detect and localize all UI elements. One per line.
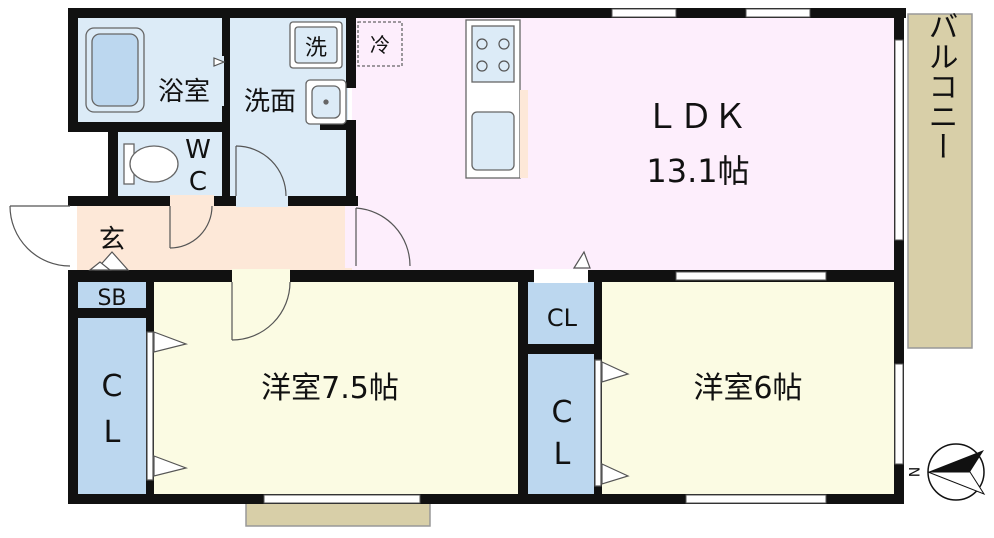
closet-tall [76,318,148,494]
closet-tall-label-line2: L [104,415,121,450]
windows [263,8,904,504]
entrance-door [9,205,77,270]
closet-small [528,282,596,344]
stove [471,25,515,83]
western-right-label: 洋室6帖 [693,371,802,406]
washer-label: 洗 [305,36,327,61]
shoebox-label: SB [97,286,126,311]
closet-mid-label-line2: L [554,437,571,472]
closet-mid [528,352,596,494]
wc-label-line2: C [189,167,207,197]
ldk-size: 13.1帖 [646,152,749,190]
western-room-left [152,282,520,494]
fixtures [85,19,528,185]
western-left-label: 洋室7.5帖 [261,371,399,406]
balcony-label: バルコニー [923,11,958,161]
closet-small-label: CL [547,304,578,332]
wc-label-line1: W [185,135,211,165]
kitchen-sink [471,111,515,171]
western-room-right [600,282,896,494]
fridge-label: 冷 [370,33,390,57]
entrance-hall [76,204,352,270]
interior-doors [169,56,591,341]
compass-north-label: N [905,467,921,477]
closet-tall-label-line1: C [102,369,123,404]
ldk-room [352,16,896,272]
closet-doors [88,251,630,487]
washroom-label: 洗面 [244,87,296,117]
fridge-space [357,21,403,67]
ldk-title: ＬＤＫ [645,97,747,137]
entrance-label: 玄 [99,225,125,255]
compass-icon: N [905,443,986,501]
shoebox [76,282,148,310]
bath-label: 浴室 [158,77,210,107]
stove-burner-icon [476,38,510,72]
closet-mid-label-line1: C [552,395,573,430]
balcony-step [245,499,431,527]
toilet-bowl [129,145,179,183]
balcony [907,13,973,349]
